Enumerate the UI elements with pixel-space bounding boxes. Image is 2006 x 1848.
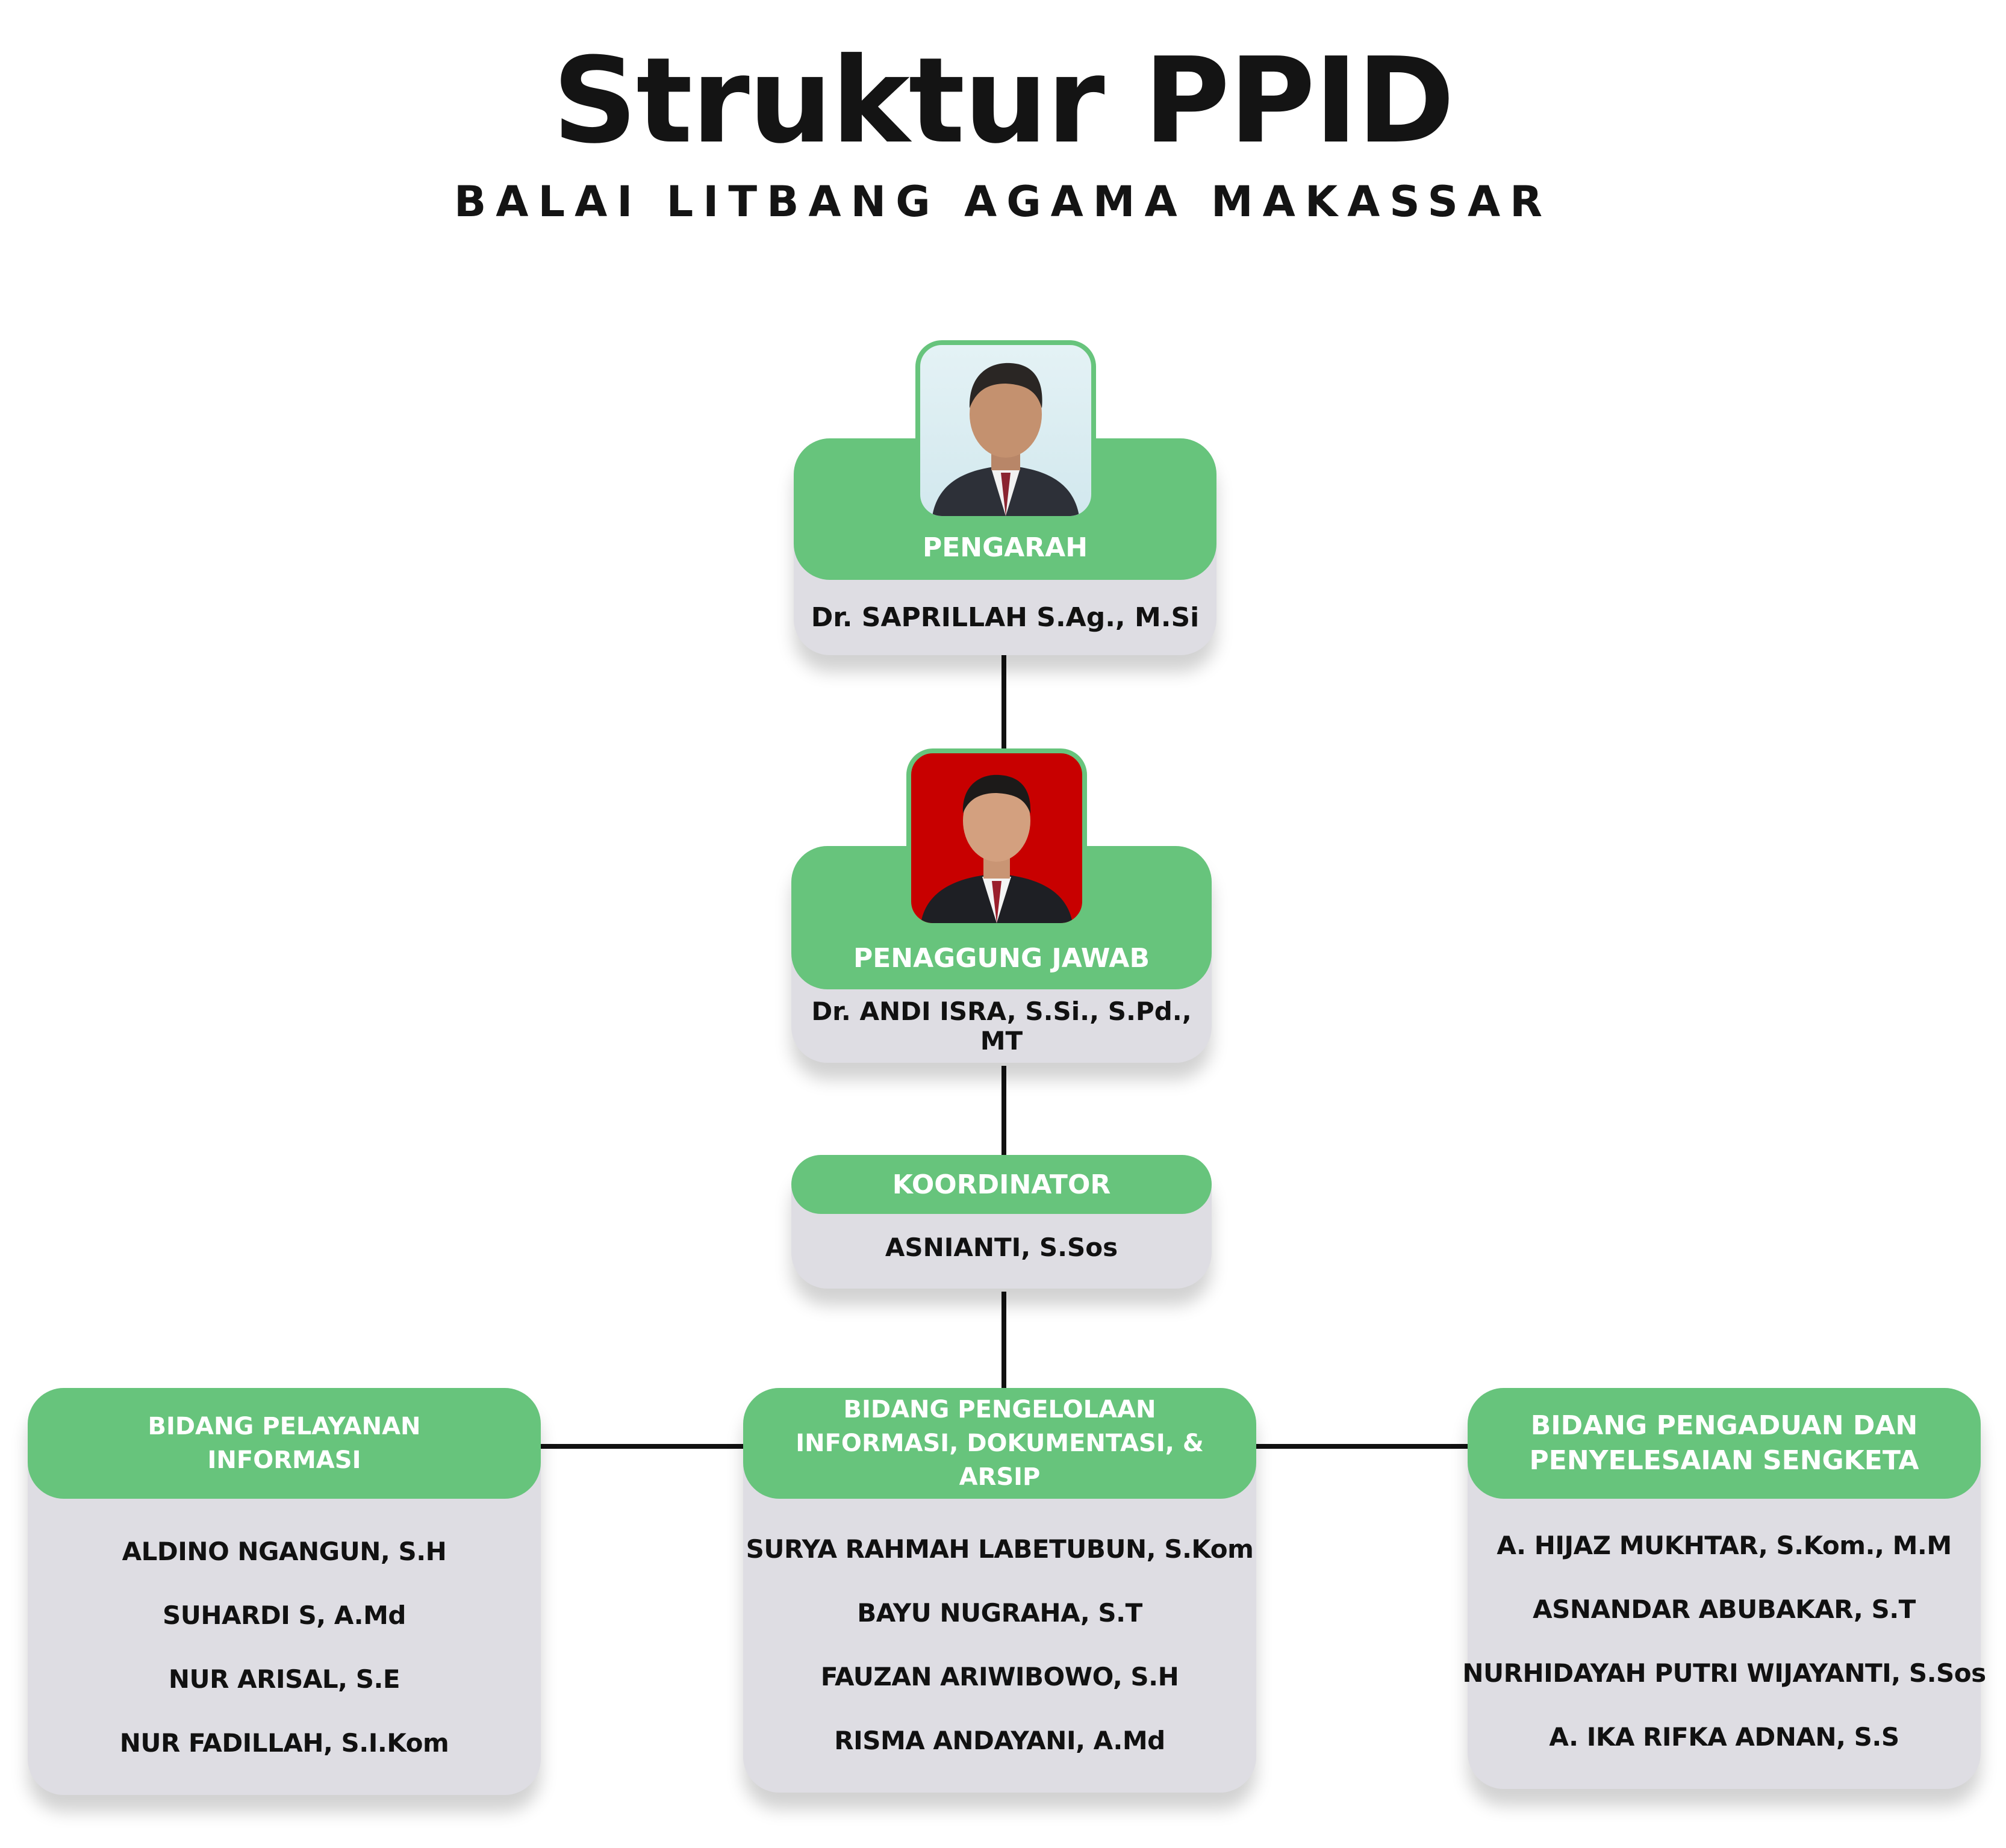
koordinator-header: KOORDINATOR bbox=[791, 1155, 1212, 1214]
bidang-pengaduan-title-line-2: PENYELESAIAN SENGKETA bbox=[1529, 1445, 1919, 1476]
page-subtitle: BALAI LITBANG AGAMA MAKASSAR bbox=[453, 177, 1553, 226]
connector-pj-koordinator bbox=[1001, 1066, 1006, 1162]
penanggung-jawab-name: Dr. ANDI ISRA, S.Si., S.Pd., MT bbox=[811, 997, 1192, 1056]
bidang-pengaduan-card: BIDANG PENGADUAN DAN PENYELESAIAN SENGKE… bbox=[1462, 1388, 1986, 1789]
bidang-pengaduan-member: ASNANDAR ABUBAKAR, S.T bbox=[1533, 1594, 1916, 1624]
connector-koordinator-bidang bbox=[1001, 1292, 1006, 1388]
bidang-pengelolaan-title-line-1: BIDANG PENGELOLAAN bbox=[843, 1396, 1156, 1423]
bidang-pelayanan-member: ALDINO NGANGUN, S.H bbox=[122, 1537, 447, 1566]
pengarah-role: PENGARAH bbox=[922, 532, 1088, 563]
koordinator-role: KOORDINATOR bbox=[892, 1169, 1111, 1200]
penanggung-jawab-photo bbox=[906, 748, 1087, 928]
bidang-pengelolaan-title-line-2: INFORMASI, DOKUMENTASI, & bbox=[796, 1430, 1204, 1457]
bidang-pengaduan-member: A. IKA RIFKA ADNAN, S.S bbox=[1549, 1722, 1899, 1752]
bidang-pengelolaan-member: FAUZAN ARIWIBOWO, S.H bbox=[820, 1662, 1179, 1691]
koordinator-card: KOORDINATOR ASNIANTI, S.Sos bbox=[791, 1155, 1212, 1289]
bidang-pelayanan-title-line-1: BIDANG PELAYANAN bbox=[148, 1413, 421, 1440]
bidang-pengaduan-header: BIDANG PENGADUAN DAN PENYELESAIAN SENGKE… bbox=[1468, 1388, 1981, 1499]
bidang-pengelolaan-member: RISMA ANDAYANI, A.Md bbox=[834, 1726, 1165, 1755]
connector-pengarah-pj bbox=[1001, 650, 1006, 753]
bidang-pengaduan-member: A. HIJAZ MUKHTAR, S.Kom., M.M bbox=[1497, 1531, 1952, 1560]
bidang-pelayanan-member: NUR ARISAL, S.E bbox=[168, 1664, 400, 1694]
penanggung-jawab-portrait-icon bbox=[921, 774, 1073, 923]
bidang-pengelolaan-header: BIDANG PENGELOLAAN INFORMASI, DOKUMENTAS… bbox=[743, 1388, 1256, 1499]
bidang-pengelolaan-card: BIDANG PENGELOLAAN INFORMASI, DOKUMENTAS… bbox=[743, 1388, 1256, 1793]
pengarah-photo bbox=[915, 340, 1096, 521]
bidang-pelayanan-header: BIDANG PELAYANAN INFORMASI bbox=[28, 1388, 541, 1499]
bidang-pelayanan-member: NUR FADILLAH, S.I.Kom bbox=[119, 1728, 449, 1758]
page-title: Struktur PPID bbox=[552, 33, 1454, 170]
bidang-pengelolaan-title-line-3: ARSIP bbox=[959, 1463, 1041, 1491]
koordinator-name: ASNIANTI, S.Sos bbox=[885, 1232, 1118, 1262]
bidang-pengelolaan-member: SURYA RAHMAH LABETUBUN, S.Kom bbox=[746, 1534, 1254, 1564]
bidang-pelayanan-member: SUHARDI S, A.Md bbox=[163, 1601, 406, 1630]
bidang-pelayanan-card: BIDANG PELAYANAN INFORMASI ALDINO NGANGU… bbox=[28, 1388, 541, 1795]
bidang-pengaduan-member: NURHIDAYAH PUTRI WIJAYANTI, S.Sos bbox=[1462, 1658, 1986, 1688]
bidang-pelayanan-title-line-2: INFORMASI bbox=[207, 1446, 361, 1474]
bidang-pengaduan-title-line-1: BIDANG PENGADUAN DAN bbox=[1530, 1410, 1918, 1441]
pengarah-name: Dr. SAPRILLAH S.Ag., M.Si bbox=[811, 602, 1200, 633]
pengarah-portrait-icon bbox=[932, 362, 1079, 516]
bidang-pengelolaan-member: BAYU NUGRAHA, S.T bbox=[857, 1598, 1142, 1628]
penanggung-jawab-role: PENAGGUNG JAWAB bbox=[853, 943, 1150, 974]
